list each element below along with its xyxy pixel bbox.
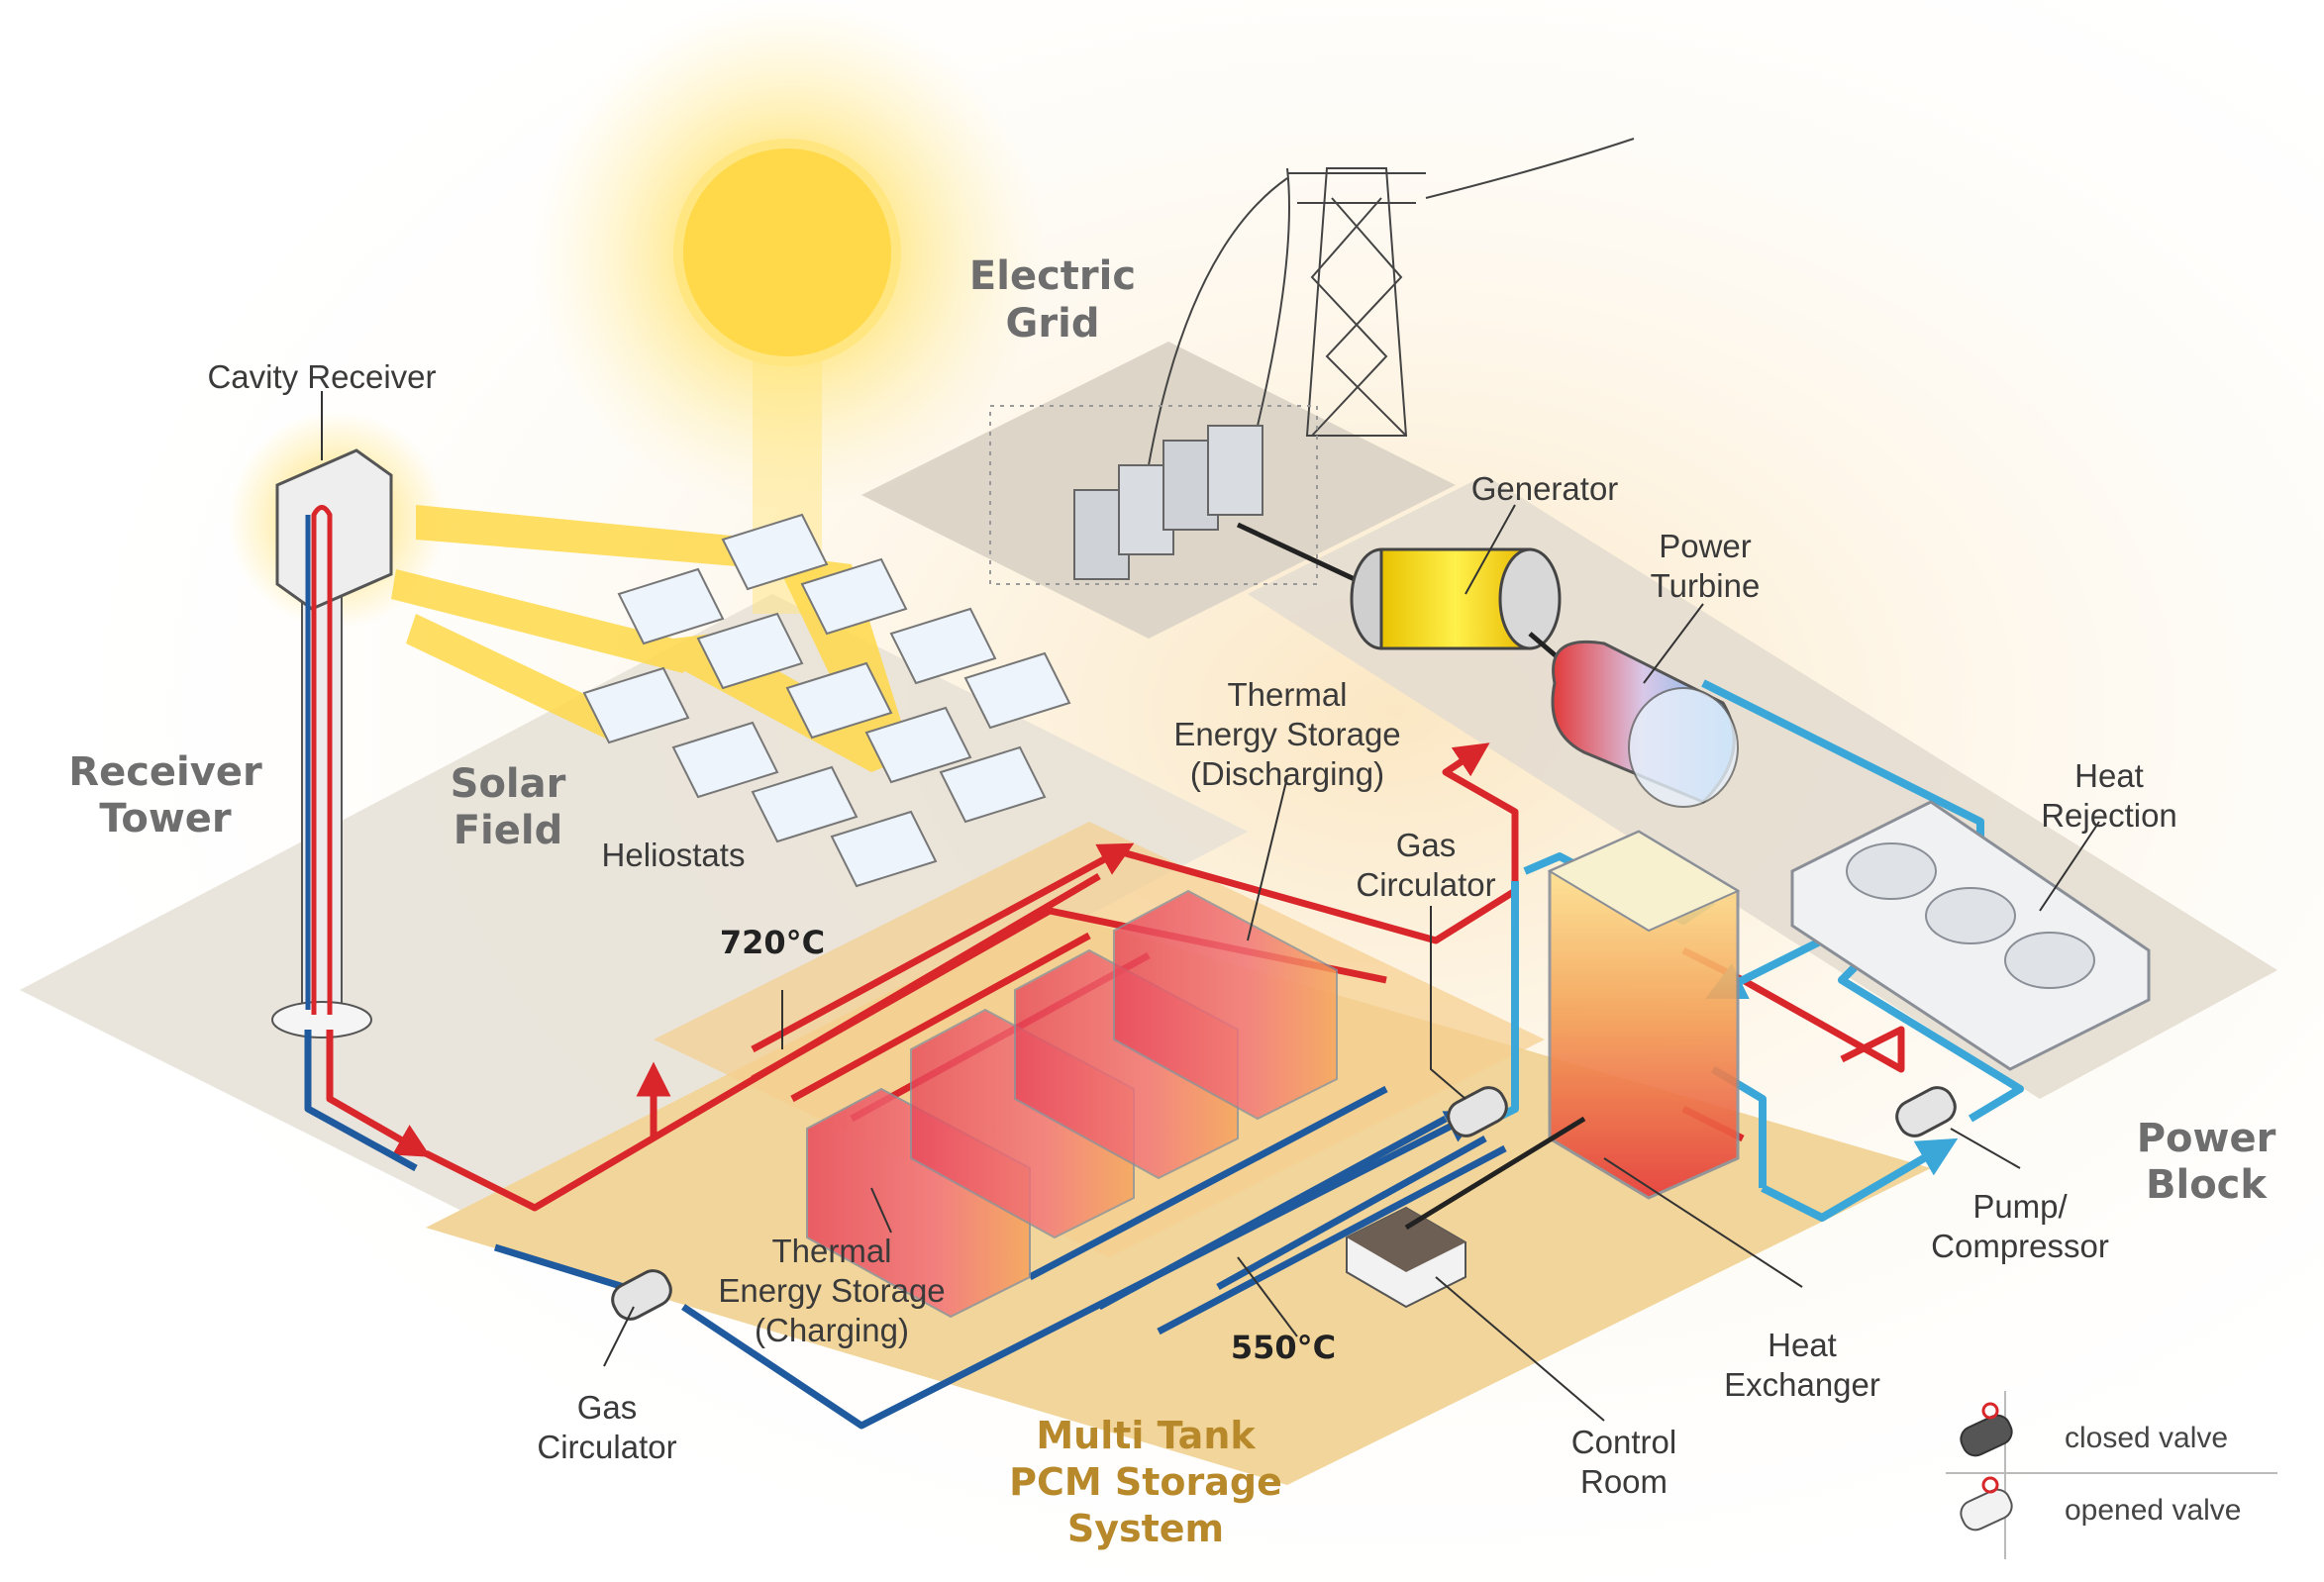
leader-lines <box>321 391 2100 1422</box>
sun-rays <box>391 505 921 772</box>
label-tes-discharging-3: (Discharging) <box>1190 755 1384 792</box>
gas-circulator-bottom <box>611 1269 672 1321</box>
label-electric-grid-2: Grid <box>1006 301 1100 346</box>
label-gas-circulator-bottom-2: Circulator <box>537 1429 676 1465</box>
label-heliostats: Heliostats <box>602 837 746 873</box>
receiver-tower <box>228 411 446 1038</box>
label-tes-discharging-1: Thermal <box>1227 676 1347 713</box>
label-heat-exchanger-1: Heat <box>1768 1327 1837 1363</box>
gas-circulators <box>611 1086 1957 1321</box>
label-heat-exchanger-2: Exchanger <box>1724 1366 1880 1403</box>
label-heat-rejection-2: Rejection <box>2041 797 2177 834</box>
label-solar-field-1: Solar <box>451 761 566 807</box>
label-cavity-receiver: Cavity Receiver <box>207 358 436 395</box>
heat-exchanger <box>1547 830 1741 1200</box>
transmission-tower <box>1148 138 1635 466</box>
label-multi-tank-2: PCM Storage <box>1009 1460 1282 1504</box>
legend-closed-valve: closed valve <box>2065 1422 2228 1454</box>
label-tes-discharging-2: Energy Storage <box>1173 716 1400 752</box>
label-generator: Generator <box>1471 470 1619 507</box>
label-tes-charging-1: Thermal <box>771 1233 891 1269</box>
heat-rejection-unit <box>1790 800 2151 1071</box>
label-control-room-2: Room <box>1580 1463 1667 1500</box>
label-temp-hot: 720°C <box>720 924 825 961</box>
power-turbine <box>1551 640 1739 808</box>
pump-compressor <box>1895 1086 1957 1137</box>
closed-valve-icon <box>1960 1402 2013 1457</box>
transformers <box>989 405 1388 597</box>
coolant-pipes <box>1473 679 2024 1222</box>
storage-tanks <box>806 889 1338 1319</box>
label-gas-circulator-bottom-1: Gas <box>577 1389 638 1426</box>
label-power-block-2: Block <box>2146 1162 2268 1208</box>
label-solar-field-2: Field <box>454 808 563 853</box>
labels: Cavity Receiver Electric Grid Generator … <box>68 253 2275 1550</box>
label-gas-circulator-top-2: Circulator <box>1356 866 1495 903</box>
label-receiver-tower-1: Receiver <box>68 749 262 795</box>
generator <box>1350 547 1566 665</box>
label-control-room-1: Control <box>1571 1424 1676 1460</box>
label-multi-tank-1: Multi Tank <box>1036 1414 1256 1457</box>
heliostats <box>582 513 1071 888</box>
gas-circulator-top <box>1447 1086 1508 1137</box>
cold-pipes <box>304 1030 1507 1430</box>
label-receiver-tower-2: Tower <box>99 796 232 841</box>
label-multi-tank-3: System <box>1067 1507 1224 1550</box>
label-tes-charging-2: Energy Storage <box>718 1272 945 1309</box>
label-tes-charging-3: (Charging) <box>755 1312 909 1348</box>
label-power-turbine-1: Power <box>1659 528 1752 564</box>
label-temp-cold: 550°C <box>1231 1329 1336 1366</box>
label-pump-compressor-1: Pump/ <box>1972 1188 2068 1225</box>
label-power-turbine-2: Turbine <box>1651 567 1761 604</box>
label-pump-compressor-2: Compressor <box>1931 1228 2109 1264</box>
label-electric-grid-1: Electric <box>969 253 1136 299</box>
opened-valve-icon <box>1960 1476 2013 1532</box>
legend: closed valve opened valve <box>1946 1391 2277 1559</box>
tank-4 <box>1113 889 1338 1121</box>
control-room <box>1346 1116 1586 1309</box>
label-power-block-1: Power <box>2137 1116 2276 1161</box>
legend-opened-valve: opened valve <box>2065 1494 2241 1527</box>
label-heat-rejection-1: Heat <box>2074 757 2144 794</box>
label-gas-circulator-top-1: Gas <box>1396 827 1457 863</box>
